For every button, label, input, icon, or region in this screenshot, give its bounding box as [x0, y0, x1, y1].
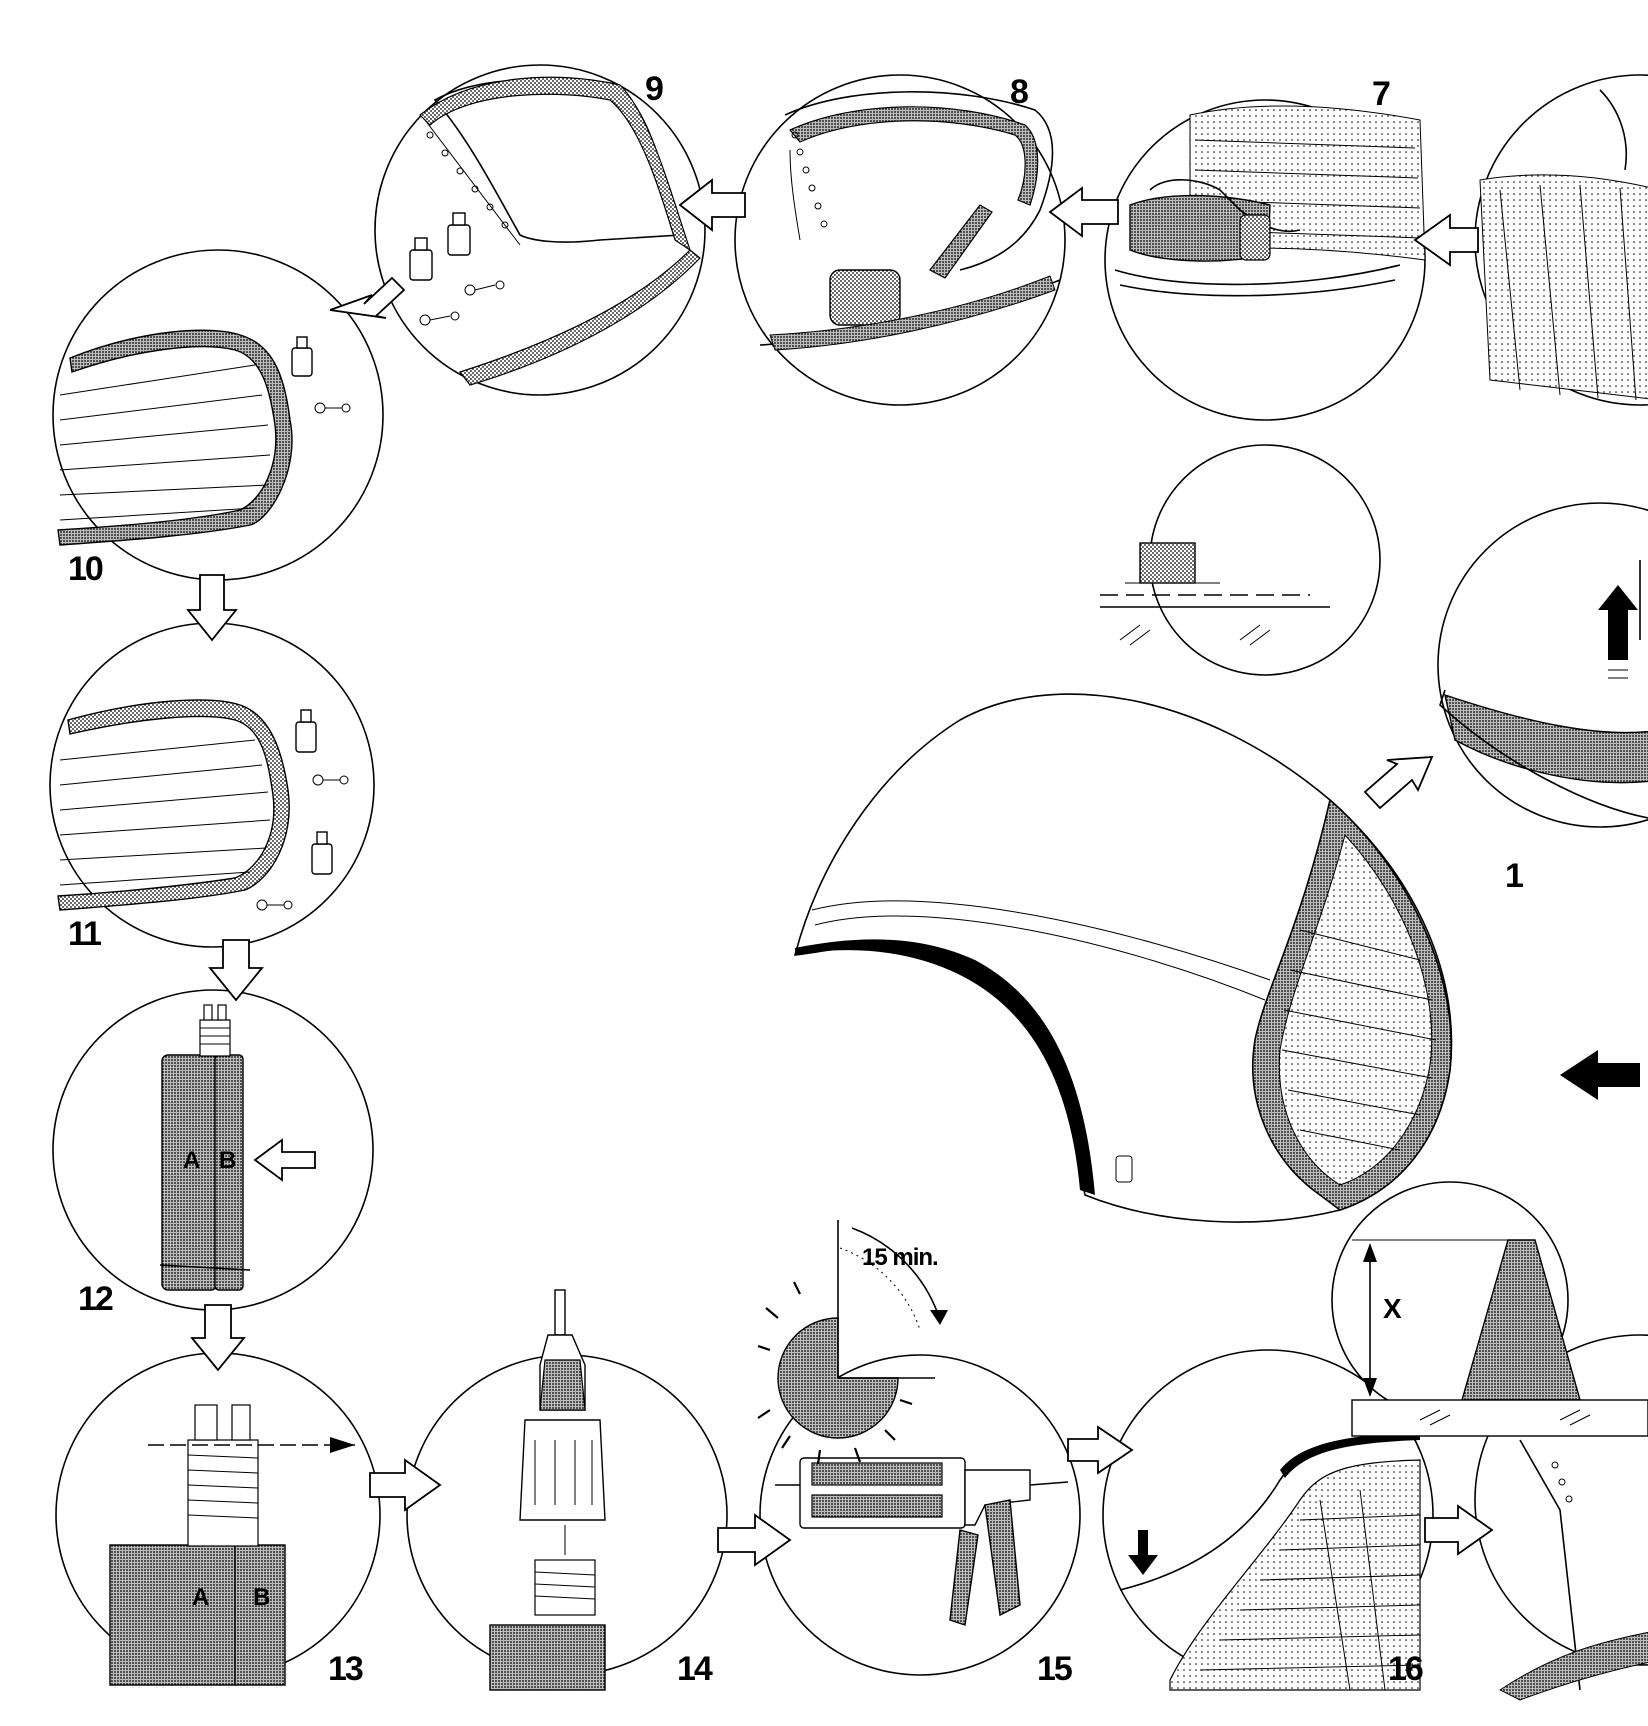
- hollow-arrow-icon: [678, 178, 746, 232]
- cartridge-label-a-13: A: [192, 1584, 209, 1611]
- cartridge-label-b-13: B: [253, 1584, 270, 1611]
- step-6-partial-panel: [1474, 74, 1648, 406]
- step-12-panel: [52, 989, 374, 1311]
- step-14-label: 14: [677, 1650, 713, 1688]
- hollow-arrow-icon: [208, 939, 264, 1002]
- step-9-panel: [374, 64, 706, 396]
- hollow-arrow-icon: [1424, 1504, 1494, 1556]
- step-11-label: 11: [68, 915, 101, 953]
- step-11-panel: [49, 622, 375, 948]
- hollow-arrow-icon: [1363, 756, 1434, 810]
- step-7-panel: [1100, 99, 1426, 676]
- step-12-label: 12: [78, 1280, 113, 1318]
- step-13-label: 13: [328, 1650, 363, 1688]
- step-16-label: 16: [1388, 1650, 1423, 1688]
- step-1-label: 1: [1505, 857, 1523, 895]
- step-14-panel: [406, 1289, 728, 1691]
- height-x-label: X: [1383, 1293, 1402, 1324]
- hollow-arrow-icon: [369, 1458, 442, 1512]
- step-10-panel: [52, 249, 384, 581]
- step-10-label: 10: [68, 550, 103, 588]
- height-x-inset: [1331, 1181, 1648, 1437]
- step-1-panel: [1437, 502, 1648, 828]
- hollow-arrow-icon: [1413, 213, 1479, 267]
- sun-timer-icon: [757, 1220, 948, 1465]
- cartridge-label-b-12: B: [219, 1147, 236, 1174]
- hollow-arrow-icon: [1067, 1425, 1134, 1475]
- timer-label: 15 min.: [862, 1244, 938, 1271]
- solid-arrow-icon: [1560, 1050, 1640, 1100]
- step-13-panel: [55, 1352, 381, 1686]
- hollow-arrow-icon: [190, 1304, 246, 1372]
- step-16-panel: [1102, 1349, 1434, 1691]
- hollow-arrow-icon: [186, 574, 238, 642]
- step-9-label: 9: [645, 70, 663, 108]
- hollow-arrow-icon: [717, 1513, 792, 1567]
- hollow-arrow-icon: [329, 276, 406, 319]
- flow-arrows: [186, 178, 1494, 1567]
- step-8-panel: [734, 74, 1066, 406]
- hollow-arrow-icon: [1048, 186, 1119, 238]
- step-15-label: 15: [1037, 1650, 1072, 1688]
- cartridge-label-a-12: A: [183, 1147, 200, 1174]
- step-8-label: 8: [1010, 73, 1028, 111]
- step-7-label: 7: [1372, 75, 1390, 113]
- hardtop-overview: [793, 693, 1453, 1223]
